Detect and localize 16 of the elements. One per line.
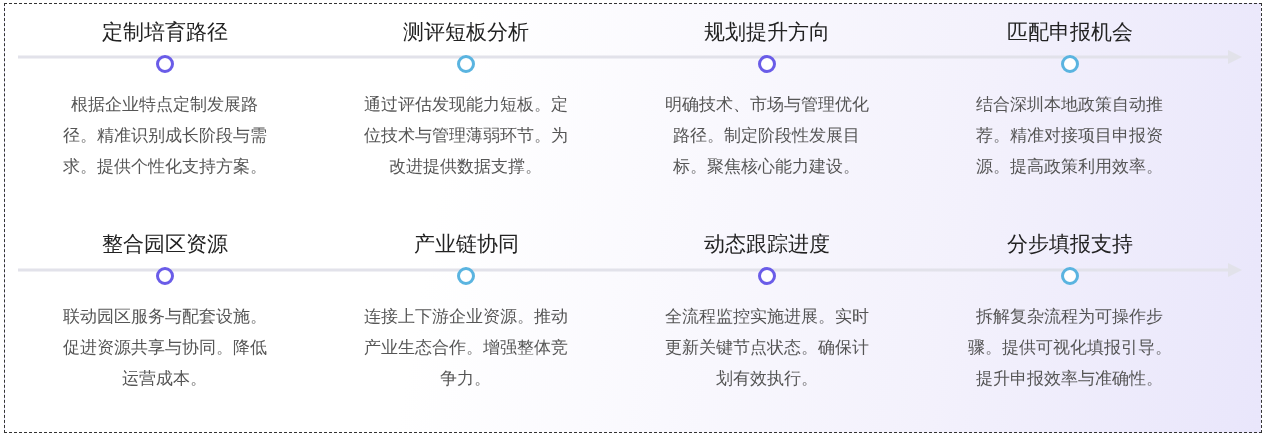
step-description: 全流程监控实施进展。实时更新关键节点状态。确保计划有效执行。 xyxy=(664,304,870,390)
step-title: 规划提升方向 xyxy=(704,19,830,46)
step-description: 通过评估发现能力短板。定位技术与管理薄弱环节。为改进提供数据支撑。 xyxy=(363,92,569,178)
step-description: 明确技术、市场与管理优化路径。制定阶段性发展目标。聚焦核心能力建设。 xyxy=(664,92,870,178)
step-description: 联动园区服务与配套设施。促进资源共享与协同。降低运营成本。 xyxy=(62,304,268,390)
step-title: 定制培育路径 xyxy=(102,19,228,46)
step-description: 结合深圳本地政策自动推荐。精准对接项目申报资源。提高政策利用效率。 xyxy=(975,92,1165,178)
step-title: 匹配申报机会 xyxy=(1007,19,1133,46)
step-title: 分步填报支持 xyxy=(1007,231,1133,258)
step-description: 根据企业特点定制发展路径。精准识别成长阶段与需求。提供个性化支持方案。 xyxy=(62,92,268,178)
step-title: 动态跟踪进度 xyxy=(704,231,830,258)
step-description: 连接上下游企业资源。推动产业生态合作。增强整体竞争力。 xyxy=(363,304,569,390)
step-title: 测评短板分析 xyxy=(403,19,529,46)
step-title: 整合园区资源 xyxy=(102,231,228,258)
step-title: 产业链协同 xyxy=(413,231,519,258)
step-description: 拆解复杂流程为可操作步骤。提供可视化填报引导。提升申报效率与准确性。 xyxy=(967,304,1173,390)
